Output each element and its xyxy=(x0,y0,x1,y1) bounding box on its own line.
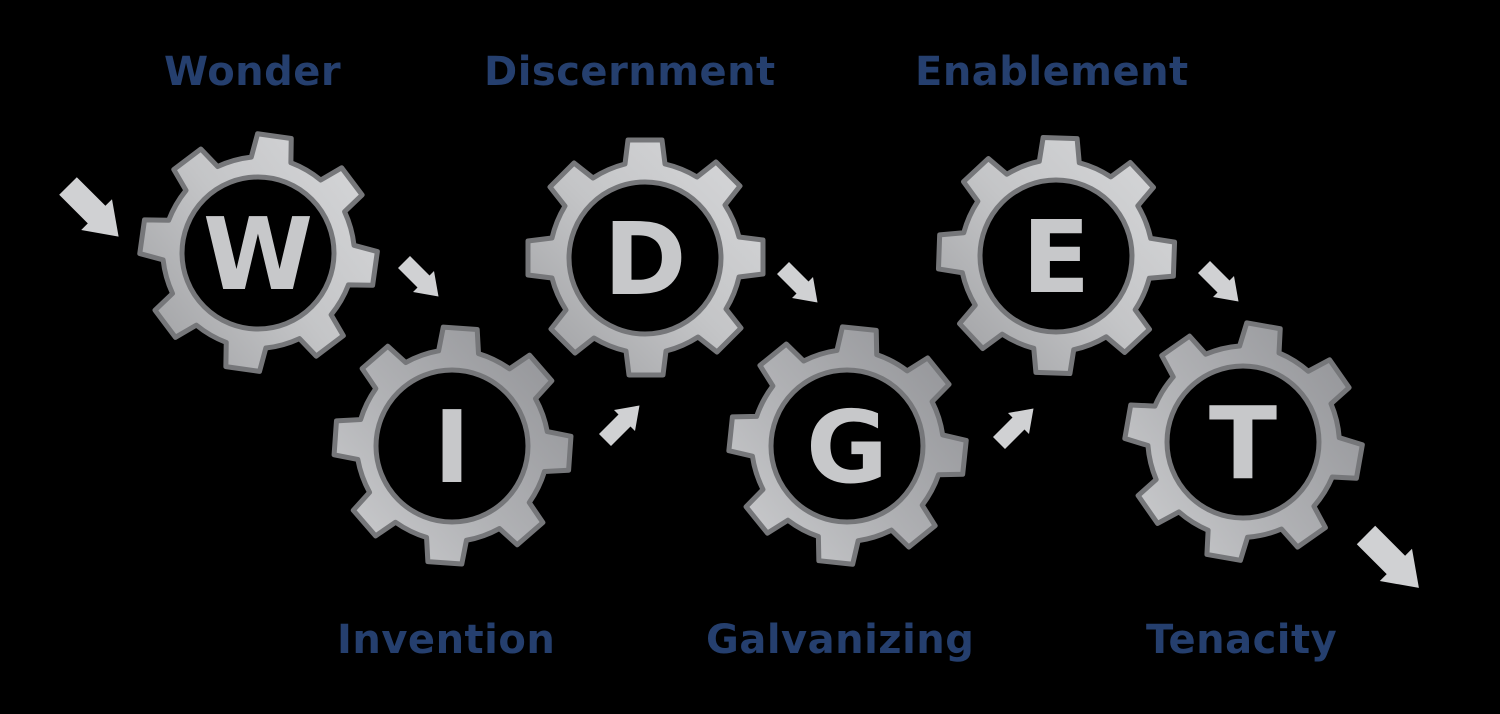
label-galvanizing: Galvanizing xyxy=(706,617,975,663)
arrow-i-to-d-icon xyxy=(599,405,640,446)
gear-letter-w: W xyxy=(203,196,313,313)
gear-hole xyxy=(373,367,531,525)
gear-letter-g: G xyxy=(806,389,888,506)
gear-hole xyxy=(179,174,337,332)
gear-letter-e: E xyxy=(1022,199,1090,316)
gear-hole xyxy=(768,367,926,525)
gear-hole xyxy=(1164,363,1322,521)
label-wonder: Wonder xyxy=(164,49,342,95)
gear-g: G xyxy=(718,316,976,574)
gears-layer: W I D G E T xyxy=(126,120,1380,578)
gear-hole xyxy=(566,179,724,337)
arrow-d-to-g-icon xyxy=(777,262,818,303)
arrow-w-to-i-icon xyxy=(398,256,439,297)
gear-letter-d: D xyxy=(603,201,686,318)
gear-t: T xyxy=(1107,305,1379,577)
label-invention: Invention xyxy=(337,617,556,663)
arrow-e-to-t-icon xyxy=(1198,261,1239,302)
label-tenacity: Tenacity xyxy=(1146,617,1338,663)
gear-e: E xyxy=(935,134,1178,377)
gear-w: W xyxy=(126,120,391,385)
gear-hole xyxy=(977,177,1135,335)
gear-letter-i: I xyxy=(433,389,470,506)
arrow-start-icon xyxy=(59,177,119,237)
label-enablement: Enablement xyxy=(915,49,1189,95)
gear-d: D xyxy=(528,140,763,375)
arrow-end-icon xyxy=(1356,525,1419,588)
gear-i: I xyxy=(327,320,578,571)
arrow-g-to-e-icon xyxy=(993,408,1034,449)
gear-letter-t: T xyxy=(1209,385,1277,502)
label-discernment: Discernment xyxy=(484,49,776,95)
